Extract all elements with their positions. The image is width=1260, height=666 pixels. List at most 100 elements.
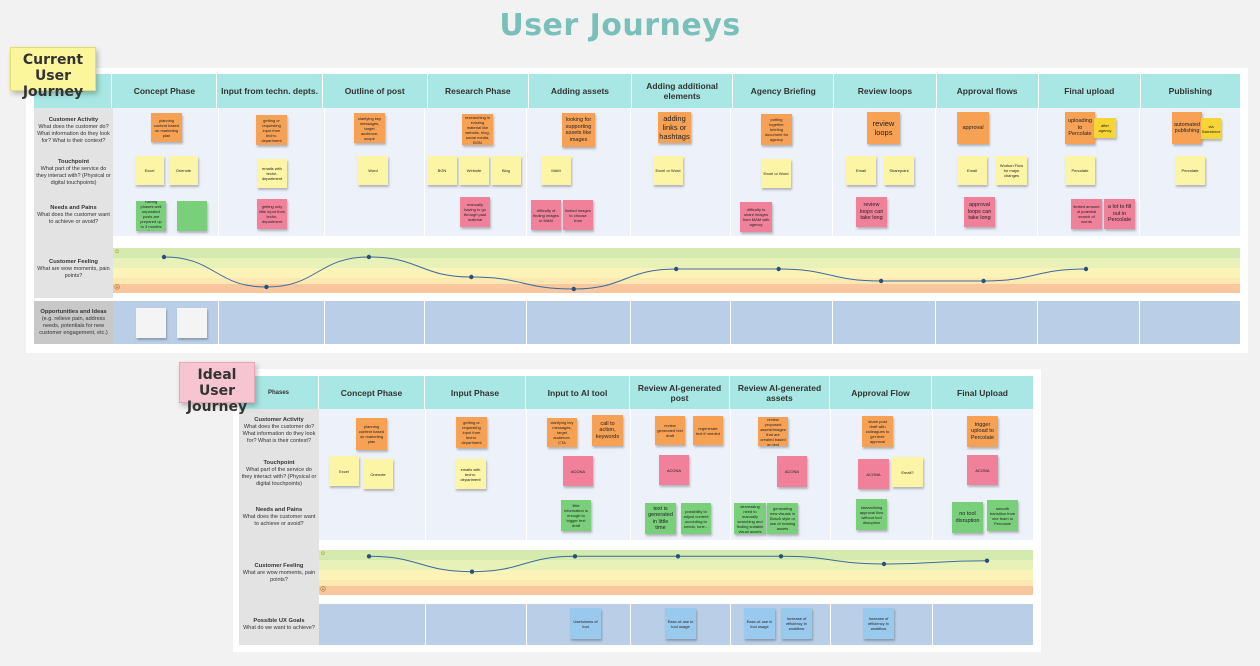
sticky-note: planning content based on marketing plan: [151, 113, 182, 142]
feeling-point: [675, 554, 681, 559]
column-divider: [630, 409, 631, 645]
sticky-note: MAM: [541, 156, 571, 185]
sticky-note: decreasing need to manually searching an…: [734, 503, 766, 534]
feeling-band-ok: [319, 560, 1033, 570]
current-activity-row: [34, 108, 1240, 152]
phase-review-loops: Review loops: [834, 74, 937, 108]
feeling-line: [163, 256, 1087, 290]
feeling-point: [571, 286, 576, 292]
sticky-note: share post draft with colleagues to get …: [862, 416, 893, 447]
feeling-band-neutral: [113, 268, 1240, 278]
sticky-note: limited images to choose from: [563, 200, 593, 230]
column-divider: [425, 409, 426, 645]
feeling-line: [368, 555, 988, 573]
ideal-labels-bg: [239, 409, 319, 645]
feeling-point: [572, 554, 578, 559]
phase-input: Input Phase: [425, 376, 526, 409]
sad-face-icon: ☹: [320, 587, 327, 593]
happy-face-icon: ☺: [114, 249, 121, 255]
feeling-point: [778, 554, 784, 559]
sticky-note: Excel: [135, 156, 164, 185]
sticky-note: Increase of efficiency in workflow: [781, 608, 812, 639]
column-divider: [218, 108, 219, 344]
sticky-note: ACONA: [858, 459, 889, 489]
phase-input-techn: Input from techn. depts.: [217, 74, 323, 108]
phase-final-upload: Final Upload: [957, 387, 1008, 398]
sticky-note: smooth transition from one team to Perco…: [987, 500, 1018, 531]
column-divider: [730, 108, 731, 344]
sticky-note: little information is enough to trigger …: [561, 500, 591, 531]
feeling-point: [674, 266, 679, 272]
ideal-journey-tag: Ideal User Journey: [179, 362, 255, 415]
sticky-note: [136, 308, 166, 338]
sticky-note: clarifying key messages, target audience…: [547, 418, 577, 447]
sticky-note: difficulty to share images from MAM with…: [740, 202, 772, 232]
feeling-band-meh: [319, 580, 1033, 586]
sticky-note: no tool disruption: [952, 502, 983, 533]
sticky-note: call to action, keywords: [592, 415, 623, 446]
current-journey-tag: Current User Journey: [10, 47, 96, 100]
sticky-note: regenerate text if needed: [693, 416, 723, 445]
current-opps-label: Opportunities and Ideas(e.g. relieve pai…: [39, 309, 108, 336]
current-opps-row: [34, 301, 1240, 344]
column-divider: [424, 108, 425, 344]
sticky-note: Blog: [491, 156, 521, 185]
phase-final-upload: Final upload: [1039, 74, 1141, 108]
sticky-note: Excel or Word: [653, 156, 683, 185]
sad-face-icon: ☹: [114, 285, 121, 291]
feeling-point: [264, 284, 269, 290]
sticky-note: limited amount of potential search of wo…: [1071, 199, 1102, 229]
column-divider: [935, 108, 936, 344]
sticky-note: clarifying key messages, target audience…: [354, 113, 385, 143]
sticky-note: [177, 201, 207, 231]
column-divider: [932, 409, 933, 645]
sticky-note: emails with techn. department: [455, 459, 486, 489]
phase-adding-assets: Adding assets: [529, 74, 633, 108]
page-title: User Journeys: [499, 8, 741, 43]
sticky-note: ACONA: [563, 456, 593, 486]
feeling-point: [776, 266, 781, 272]
sticky-note: Sharepoint: [884, 156, 914, 185]
feeling-point: [469, 569, 475, 574]
feeling-band-neutral: [319, 570, 1033, 580]
sticky-note: generating new visuals in Bosch style or…: [767, 503, 798, 534]
sticky-note: Excel or Word: [761, 159, 791, 188]
phase-concept: Concept Phase: [319, 376, 425, 409]
sticky-note: via Salesforce: [1201, 118, 1221, 139]
phase-additional-elements: Adding additional elements: [632, 74, 734, 108]
sticky-note: Increase of efficiency in workflow: [863, 608, 894, 639]
phases-label: Phases: [239, 376, 319, 409]
column-divider: [526, 108, 527, 344]
current-touchpoint-row: [34, 152, 1240, 194]
sticky-note: Ease-of-use in tool usage: [665, 608, 696, 639]
sticky-note: looking for supporting assets like image…: [562, 113, 595, 147]
current-opps-label-bg: [34, 301, 113, 344]
sticky-note: emails with techn. department: [257, 159, 287, 188]
sticky-note: trigger upload to Percolate: [967, 416, 998, 447]
sticky-note: Word: [358, 156, 388, 185]
column-divider: [1037, 108, 1038, 344]
ideal-needs-row: [239, 495, 1033, 540]
feeling-point: [366, 554, 372, 559]
feeling-band-meh: [113, 278, 1240, 284]
feeling-band-bad: [113, 284, 1240, 293]
sticky-note: difficulty of finding images in MAM: [531, 200, 561, 230]
sticky-note: getting or requesting input from techn. …: [256, 115, 287, 145]
column-divider: [830, 409, 831, 645]
sticky-note: Usefulness of tool: [570, 608, 601, 639]
sticky-note: automated publishing: [1172, 112, 1202, 144]
column-divider: [832, 108, 833, 344]
feeling-band-ok: [113, 258, 1240, 268]
sticky-note: Email?: [892, 457, 923, 487]
sticky-note: Percolate: [1175, 156, 1205, 185]
column-divider: [526, 409, 527, 645]
sticky-note: ACONA: [967, 455, 998, 485]
